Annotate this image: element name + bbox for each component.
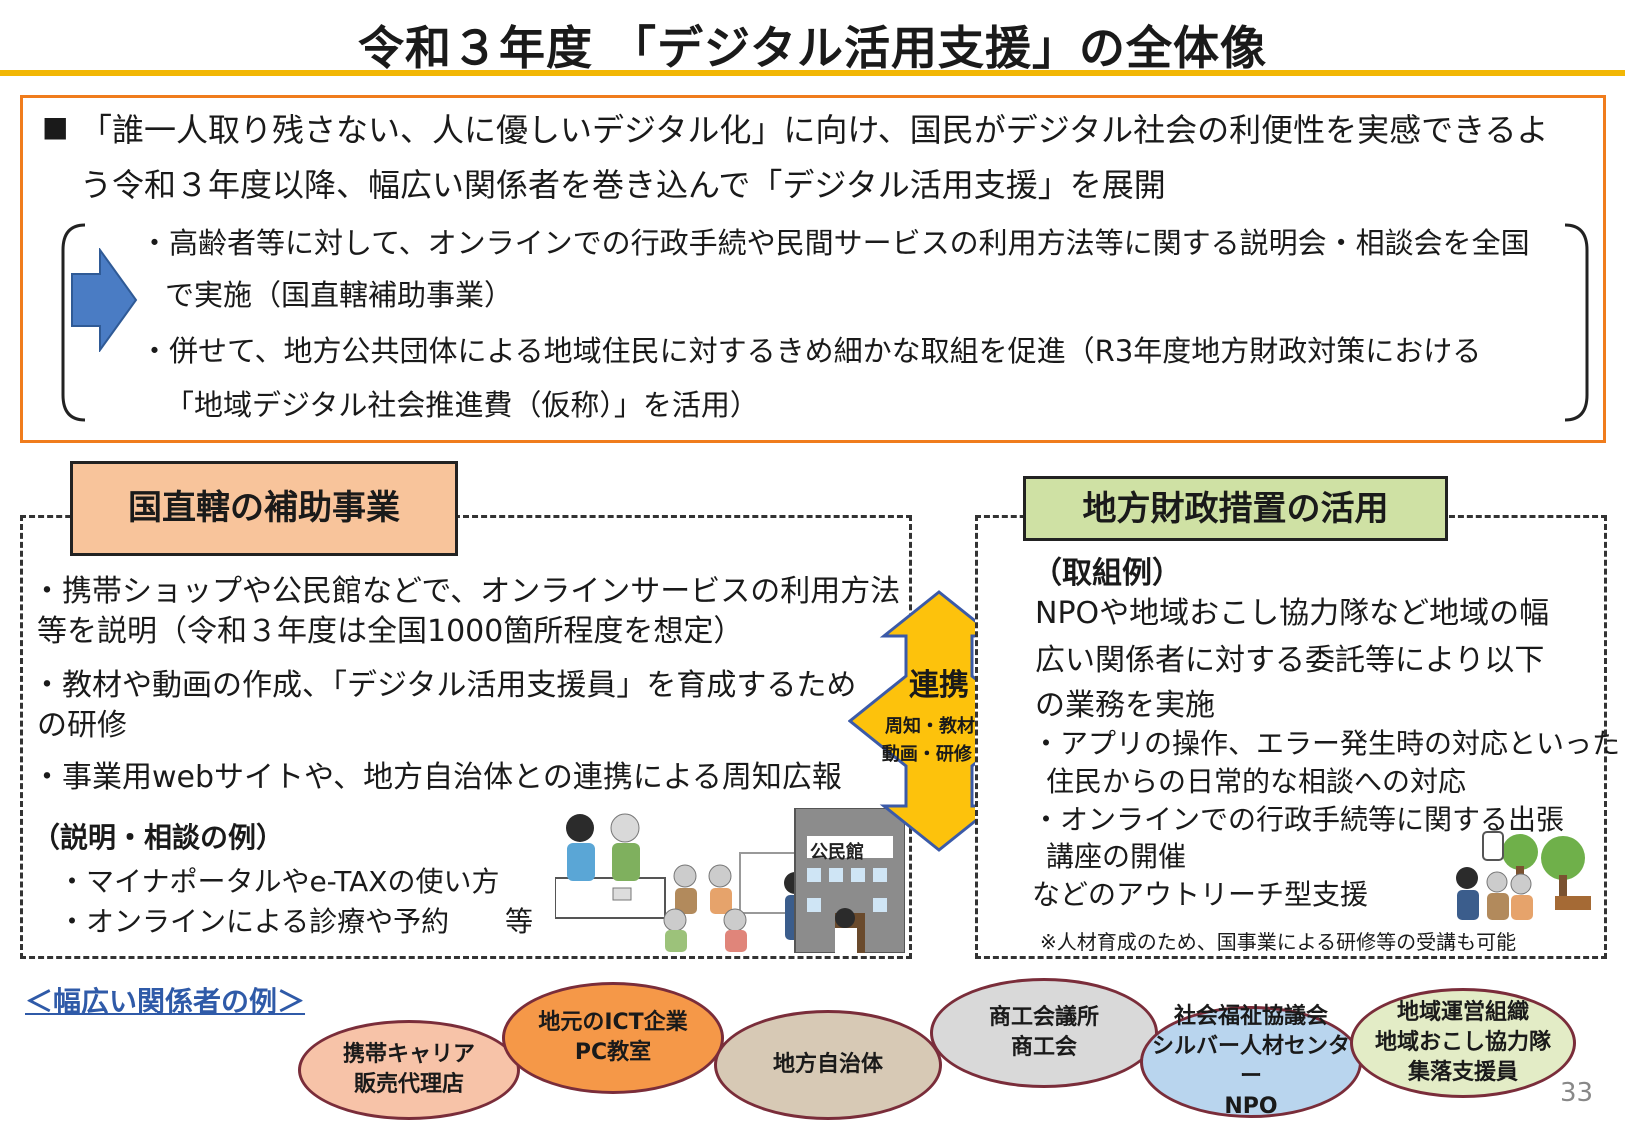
stakeholder-6-line2: 地域おこし協力隊 — [1374, 1030, 1551, 1055]
stakeholder-5-line3: NPO — [1224, 1094, 1278, 1119]
consultation-illustration — [555, 808, 905, 953]
stakeholder-1-line1: 携帯キャリア — [342, 1042, 475, 1067]
left-line-3: ・教材や動画の作成、「デジタル活用支援員」を育成するため — [32, 668, 857, 703]
right-arrow-icon — [71, 248, 138, 352]
summary-lead-line1: 「誰一人取り残さない、人に優しいデジタル化」に向け、国民がデジタル社会の利便性を… — [80, 111, 1549, 149]
stakeholder-5-line1: 社会福祉協議会 — [1173, 1004, 1328, 1029]
stakeholder-2-line1: 地元のICT企業 — [538, 1010, 688, 1035]
stakeholder-4-line2: 商工会 — [1010, 1035, 1077, 1060]
stakeholder-3-line1: 地方自治体 — [772, 1052, 883, 1077]
building-sign: 公民館 — [810, 842, 864, 863]
collaboration-sub-1: 周知・教材・ — [885, 716, 993, 737]
left-example-1: ・マイナポータルやe-TAXの使い方 — [58, 865, 500, 898]
left-example-2: ・オンラインによる診療や予約 — [58, 905, 450, 938]
collaboration-label: 連携 — [909, 668, 969, 703]
collaboration-sub-2: 動画・研修 等 — [881, 744, 997, 765]
stakeholder-oval-2: 地元のICT企業 PC教室 — [502, 982, 724, 1094]
stakeholders-heading: ＜幅広い関係者の例＞ — [25, 985, 306, 1018]
summary-item-1-line2: で実施（国直轄補助事業） — [165, 278, 514, 312]
left-example-heading: （説明・相談の例） — [32, 821, 285, 854]
right-note: ※人材育成のため、国事業による研修等の受講も可能 — [1040, 930, 1517, 954]
left-line-1: ・携帯ショップや公民館などで、オンラインサービスの利用方法 — [32, 574, 901, 609]
left-line-4: の研修 — [37, 708, 127, 743]
right-sub-4: 講座の開催 — [1046, 840, 1187, 873]
summary-item-2-line2: 「地域デジタル社会推進費（仮称）」を活用） — [165, 388, 759, 422]
stakeholder-6-line3: 集落支援員 — [1407, 1060, 1518, 1085]
right-sub-5: などのアウトリーチ型支援 — [1032, 878, 1369, 911]
right-sub-3: ・オンラインでの行政手続等に関する出張 — [1032, 803, 1565, 836]
stakeholder-oval-1: 携帯キャリア 販売代理店 — [298, 1020, 520, 1120]
page-number: 33 — [1560, 1078, 1594, 1108]
stakeholder-6-line1: 地域運営組織 — [1396, 1000, 1529, 1025]
stakeholder-oval-6: 地域運営組織 地域おこし協力隊 集落支援員 — [1350, 988, 1576, 1098]
page-title: 令和３年度 「デジタル活用支援」の全体像 — [357, 21, 1268, 75]
stakeholder-4-line1: 商工会議所 — [988, 1005, 1099, 1030]
left-panel-tag: 国直轄の補助事業 — [70, 461, 458, 556]
summary-bracket — [61, 223, 1589, 422]
left-example-suffix: 等 — [505, 905, 534, 938]
stakeholder-1-line2: 販売代理店 — [353, 1072, 464, 1097]
right-heading: （取組例） — [1032, 556, 1182, 591]
stakeholder-oval-5: 社会福祉協議会 シルバー人材センター NPO — [1140, 1004, 1362, 1119]
title-underline — [0, 70, 1625, 76]
right-panel-tag: 地方財政措置の活用 — [1023, 476, 1448, 541]
right-sub-1: ・アプリの操作、エラー発生時の対応といった — [1032, 727, 1621, 760]
left-line-5: ・事業用webサイトや、地方自治体との連携による周知広報 — [32, 760, 842, 795]
summary-item-2-line1: ・併せて、地方公共団体による地域住民に対するきめ細かな取組を促進（R3年度地方財… — [140, 334, 1482, 368]
summary-bullet: ■ — [42, 110, 69, 143]
stakeholder-oval-3: 地方自治体 — [714, 1010, 942, 1120]
outreach-illustration — [1456, 831, 1591, 920]
left-line-2: 等を説明（令和３年度は全国1000箇所程度を想定） — [37, 614, 744, 649]
summary-item-1-line1: ・高齢者等に対して、オンラインでの行政手続や民間サービスの利用方法等に関する説明… — [140, 226, 1530, 260]
right-line-2: 広い関係者に対する委託等により以下 — [1035, 643, 1545, 678]
stakeholder-2-line2: PC教室 — [574, 1040, 652, 1065]
collaboration-arrow — [848, 590, 1030, 852]
stakeholder-5-line2: シルバー人材センター — [1151, 1034, 1350, 1089]
right-line-3: の業務を実施 — [1035, 688, 1215, 723]
summary-box — [20, 95, 1606, 443]
stakeholder-oval-4: 商工会議所 商工会 — [930, 978, 1158, 1088]
right-line-1: NPOや地域おこし協力隊など地域の幅 — [1035, 596, 1550, 631]
summary-lead-line2: う令和３年度以降、幅広い関係者を巻き込んで「デジタル活用支援」を展開 — [80, 166, 1166, 204]
right-sub-2: 住民からの日常的な相談への対応 — [1046, 765, 1467, 798]
